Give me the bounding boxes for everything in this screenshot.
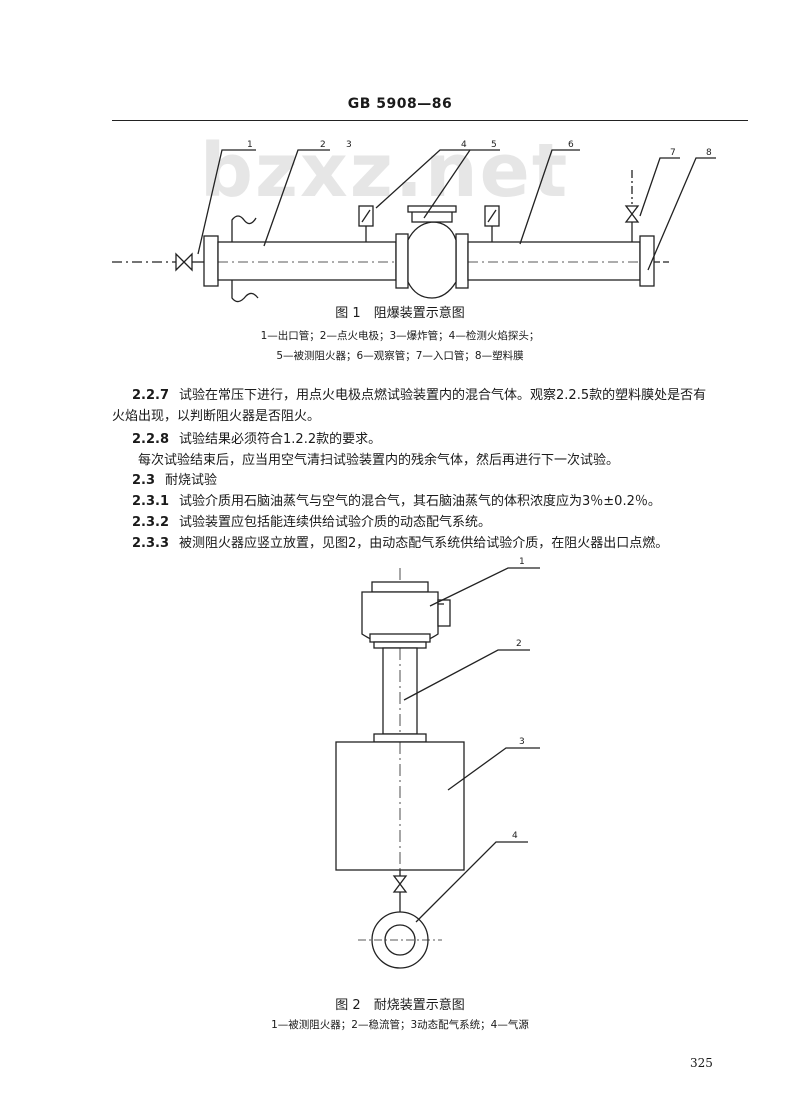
- section-number: 2.3: [132, 473, 156, 488]
- fig1-label-5: 5: [491, 140, 497, 150]
- figure-2-caption: 图 2 耐烧装置示意图: [335, 998, 465, 1013]
- clause-text: 试验介质用石脑油蒸气与空气的混合气，其石脑油蒸气的体积浓度应为3％±0.2％。: [179, 494, 661, 509]
- figure-1-legend-line1: 1—出口管；2—点火电极；3—爆炸管；4—检测火焰探头；: [260, 330, 540, 342]
- fig1-label-1: 1: [247, 140, 253, 150]
- header-rule: [112, 120, 748, 121]
- clause-2-3-1: 2.3.1 试验介质用石脑油蒸气与空气的混合气，其石脑油蒸气的体积浓度应为3％±0…: [132, 491, 748, 512]
- fig1-label-4: 4: [461, 140, 467, 150]
- figure-2-legend: 1—被测阻火器；2—稳流管；3动态配气系统；4—气源: [271, 1019, 529, 1031]
- fig2-label-2: 2: [516, 639, 522, 649]
- section-2-3-heading: 2.3 耐烧试验: [132, 470, 748, 491]
- clause-text: 被测阻火器应竖立放置，见图2，由动态配气系统供给试验介质，在阻火器出口点燃。: [179, 536, 669, 551]
- clause-2-3-3: 2.3.3 被测阻火器应竖立放置，见图2，由动态配气系统供给试验介质，在阻火器出口…: [132, 533, 748, 554]
- clause-2-2-7: 2.2.7 试验在常压下进行，用点火电极点燃试验装置内的混合气体。观察2.2.5款…: [132, 385, 748, 406]
- clause-2-2-8: 2.2.8 试验结果必须符合1.2.2款的要求。: [132, 429, 748, 450]
- clause-number: 2.2.8: [132, 432, 170, 447]
- clause-number: 2.2.7: [132, 388, 170, 403]
- clause-text: 试验装置应包括能连续供给试验介质的动态配气系统。: [179, 515, 492, 530]
- figure-2-labels: 1 2 3 4: [512, 557, 525, 841]
- figure-1-legend-line2: 5—被测阻火器；6—观察管；7—入口管；8—塑料膜: [276, 350, 524, 362]
- figure-1-labels: 1 2 3 4 5 6 7 8: [247, 140, 712, 158]
- clause-text: 试验在常压下进行，用点火电极点燃试验装置内的混合气体。观察2.2.5款的塑料膜处…: [179, 388, 707, 403]
- clause-text: 试验结果必须符合1.2.2款的要求。: [179, 432, 382, 447]
- fig2-label-4: 4: [512, 831, 518, 841]
- fig2-label-3: 3: [519, 737, 525, 747]
- figure-1-caption: 图 1 阻爆装置示意图: [335, 306, 465, 321]
- fig1-label-2: 2: [320, 140, 326, 150]
- clause-number: 2.3.1: [132, 494, 170, 509]
- standard-code-header: GB 5908—86: [347, 96, 453, 112]
- fig1-label-8: 8: [706, 148, 712, 158]
- fig1-label-7: 7: [670, 148, 676, 158]
- clause-2-3-2: 2.3.2 试验装置应包括能连续供给试验介质的动态配气系统。: [132, 512, 748, 533]
- fig1-label-6: 6: [568, 140, 574, 150]
- fig2-label-1: 1: [519, 557, 525, 567]
- clause-2-2-8-continuation: 每次试验结束后，应当用空气清扫试验装置内的残余气体，然后再进行下一次试验。: [138, 453, 620, 468]
- clause-number: 2.3.2: [132, 515, 170, 530]
- clause-number: 2.3.3: [132, 536, 170, 551]
- clause-2-2-7-continuation: 火焰出现，以判断阻火器是否阻火。: [112, 409, 321, 424]
- section-title: 耐烧试验: [165, 473, 218, 488]
- fig1-label-3: 3: [346, 140, 352, 150]
- watermark: bzxz.net: [200, 128, 570, 214]
- page-number: 325: [690, 1056, 713, 1070]
